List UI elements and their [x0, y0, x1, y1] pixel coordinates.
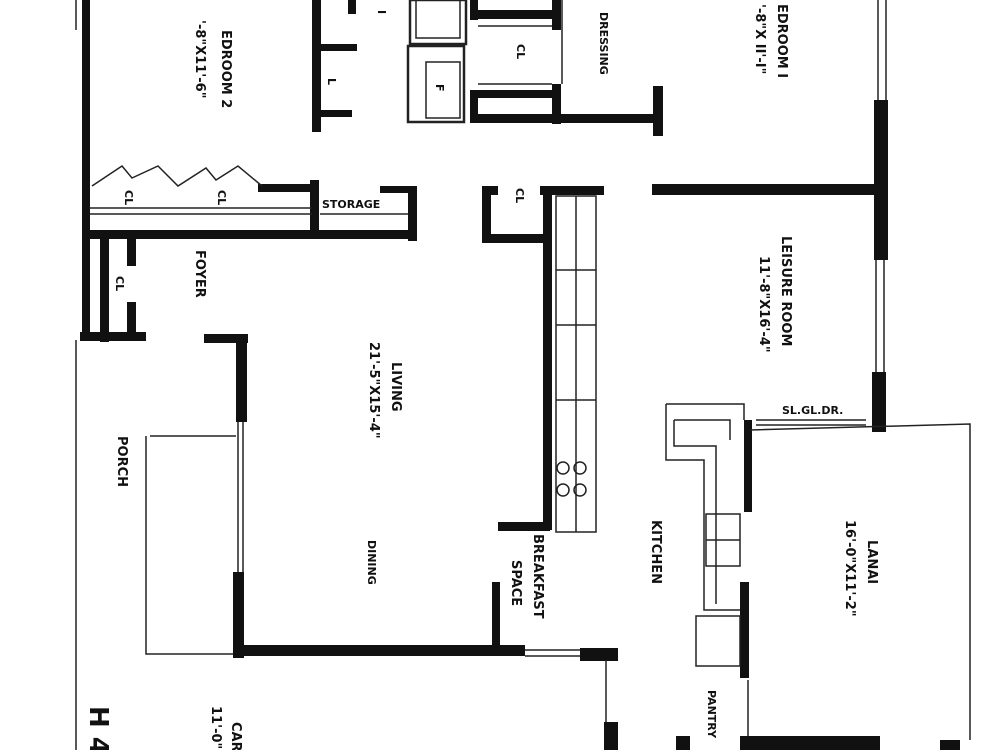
wall-pantry-d: [940, 740, 960, 750]
bath-label: I: [375, 10, 388, 14]
wall-closet-top: [258, 184, 318, 192]
wall-dressing-post3: [470, 0, 478, 20]
wall-pantry-c: [740, 736, 880, 750]
wall-dressing-post4: [470, 90, 478, 122]
lanai-name: LANAI: [864, 540, 879, 584]
closet-label: CL: [113, 276, 126, 291]
wall-bedroom2-east: [312, 0, 321, 132]
wall-dressing-post: [552, 0, 561, 30]
wall-pantry-b: [676, 736, 690, 750]
wall-bath-shelf2: [312, 110, 352, 117]
pantry-label: PANTRY: [705, 690, 718, 739]
wall-kitchen-east-upper: [744, 420, 752, 512]
sliding-glass-door-label: SL.GL.DR.: [782, 404, 843, 417]
wall-dressing-east: [653, 86, 663, 136]
carport-name: CAR: [228, 722, 243, 750]
wall-breakfast-bottom: [580, 648, 618, 661]
breakfast-line1: BREAKFAST: [530, 534, 545, 619]
leisure-name: LEISURE ROOM: [778, 236, 793, 346]
breakfast-line2: SPACE: [508, 560, 523, 606]
wall-left-exterior: [82, 0, 90, 340]
cooktop-burner: [573, 461, 587, 475]
bedroom2-size: '-8"X11'-6": [192, 20, 207, 99]
storage-label: STORAGE: [322, 198, 380, 211]
wall-breakfast-cap: [498, 522, 550, 531]
wall-living-west-upper: [236, 334, 247, 422]
wall-dressing-top: [470, 10, 556, 19]
closet-door-zigzag: [91, 165, 263, 187]
wall-pantry-a: [604, 722, 618, 750]
wall-foyer-cl-west: [100, 234, 109, 342]
carport-size: 11'-0": [208, 706, 223, 749]
wall-living-bottom: [233, 645, 525, 656]
wall-breakfast-west: [492, 582, 500, 648]
wall-foyer-bottom: [80, 332, 146, 341]
cooktop-burner: [556, 483, 570, 497]
dressing-label: DRESSING: [597, 12, 610, 75]
wall-dressing-mid: [470, 90, 560, 98]
kitchen-label: KITCHEN: [648, 520, 663, 584]
fridge-label: F: [433, 84, 446, 92]
foyer-label: FOYER: [192, 250, 207, 298]
bedroom1-size: '-8"X II'-I": [752, 4, 767, 74]
wall-foyer-cl-east: [127, 234, 136, 266]
bathtub: [408, 0, 468, 46]
wall-storage-east: [408, 186, 417, 241]
wall-kitchen-east-lower: [740, 582, 749, 678]
wall-kitchen-spine: [543, 192, 552, 530]
wall-living-west-lower: [233, 572, 244, 658]
wall-right-exterior-lower: [872, 372, 886, 432]
leisure-size: 11'-8"X16'-4": [756, 256, 771, 353]
cooktop-burner: [573, 483, 587, 497]
bedroom2-name: EDROOM 2: [218, 30, 233, 108]
thin-lines: [75, 0, 971, 750]
living-size: 21'-5"X15'-4": [366, 342, 381, 439]
lanai-size: 16'-0"X11'-2": [842, 520, 857, 617]
closet-label: CL: [513, 188, 526, 203]
wall-foyer-top: [90, 230, 416, 239]
walls: [80, 0, 960, 750]
wall-storage-west: [310, 180, 319, 238]
wall-bath-inner: [348, 0, 356, 14]
wall-dressing-bottom: [470, 114, 662, 123]
living-name: LIVING: [388, 362, 403, 412]
wall-dressing-post2: [552, 84, 561, 124]
wall-cl-bottom: [482, 234, 550, 243]
room-labels: EDROOM 2 '-8"X11'-6" EDROOM I '-8"X II'-…: [83, 4, 879, 750]
closet-label: CL: [122, 190, 135, 205]
closet-label: CL: [215, 190, 228, 205]
linen-closet-label: L: [325, 78, 338, 85]
wall-bath-shelf: [312, 44, 357, 51]
wall-cl-west: [482, 186, 491, 242]
fridge-box: [406, 44, 466, 124]
closet-label: CL: [514, 44, 527, 59]
plan-letter: H 4: [83, 706, 113, 750]
wall-right-exterior-upper: [874, 100, 888, 260]
bedroom1-name: EDROOM I: [774, 4, 789, 78]
kitchen-range: [695, 615, 741, 667]
wall-bed1-bottom: [652, 184, 876, 195]
wall-foyer-cl-east2: [127, 302, 136, 340]
dining-label: DINING: [365, 540, 378, 585]
cooktop-burner: [556, 461, 570, 475]
wall-storage-cap: [380, 186, 416, 193]
wall-cl-top2: [540, 186, 604, 195]
wall-living-west-cap: [204, 334, 248, 343]
porch-label: PORCH: [114, 436, 129, 487]
